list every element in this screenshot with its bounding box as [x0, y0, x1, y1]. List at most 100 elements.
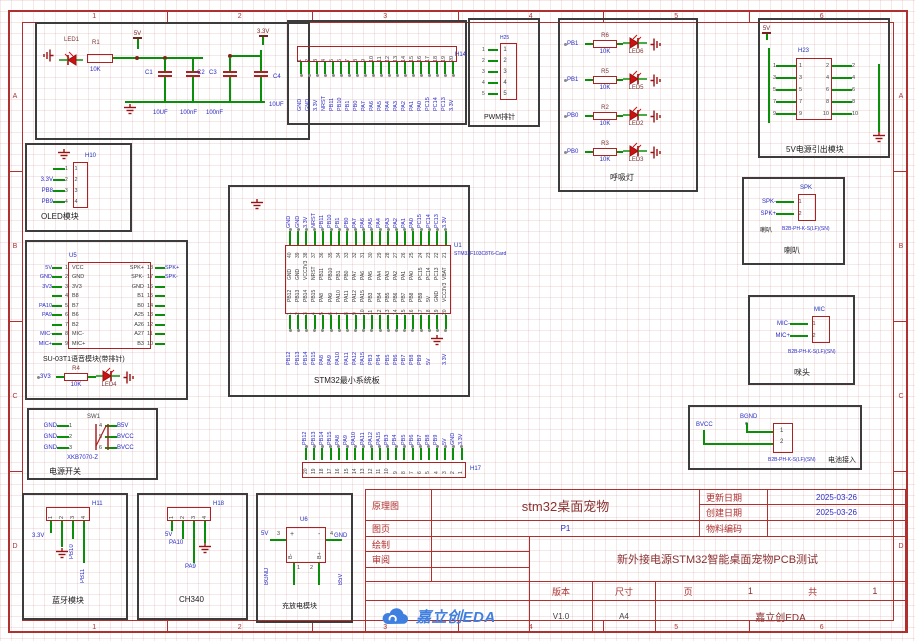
header-symbol-h18[interactable] [167, 507, 211, 521]
net-label[interactable]: BGND [264, 567, 270, 585]
created-date[interactable]: 2025-03-26 [768, 505, 905, 521]
net-label[interactable]: SPK- [165, 274, 178, 281]
net-label[interactable]: PA11 [359, 432, 366, 445]
net-label[interactable]: PB1 [345, 100, 352, 111]
net-label[interactable]: PA0 [417, 101, 424, 111]
ic-designator[interactable]: U5 [69, 253, 77, 259]
net-label[interactable]: PA0 [409, 218, 416, 228]
header-designator[interactable]: H18 [213, 501, 225, 507]
led[interactable]: LED5 [623, 69, 649, 91]
net-label[interactable]: PB8 [409, 354, 416, 365]
module-speaker[interactable]: SPK SPK- 1 SPK+ 2 喇叭 B2B-PH-K-S(LF)(SN) … [742, 177, 845, 265]
capacitor-plate[interactable] [223, 71, 237, 73]
material-value[interactable] [768, 521, 905, 537]
module-pwm-header[interactable]: H25 1 1 2 2 3 3 4 4 5 5 [468, 18, 540, 127]
net-label[interactable]: MIC+ [38, 340, 52, 347]
net-label[interactable]: NRST [310, 213, 317, 228]
module-bluetooth[interactable]: H11 1 2 3 4 3.3V PB10 PB11 蓝牙模块 [22, 493, 128, 620]
ic-symbol-u5[interactable] [68, 262, 151, 349]
net-label[interactable]: PC13 [441, 97, 448, 111]
net-label[interactable]: PB15 [326, 431, 333, 445]
capacitor-plate[interactable] [254, 71, 268, 73]
reviewed-value[interactable] [432, 552, 530, 568]
net-label[interactable]: PA1 [409, 101, 416, 111]
net-label[interactable]: PB14 [302, 351, 309, 365]
connector-symbol-battery[interactable] [773, 423, 793, 453]
net-label[interactable]: PB10 [327, 214, 334, 228]
connector-symbol-spk[interactable] [798, 194, 816, 221]
schematic-title[interactable]: stm32桌面宠物 [432, 490, 700, 521]
power-flag-5v[interactable]: 5V [762, 26, 771, 40]
module-power-decoupling[interactable]: LED1 R1 10K 5V C1 10UF C2 100nF 3.3V [35, 22, 310, 140]
net-label[interactable]: PA7 [351, 218, 358, 228]
cap-designator[interactable]: C4 [273, 74, 281, 80]
capacitor-plate[interactable] [158, 71, 172, 73]
net-label[interactable]: PB6 [392, 354, 399, 365]
net-label[interactable]: PA15 [376, 431, 383, 445]
module-power-switch[interactable]: SW1 GND 1 4 B5V GND 2 5 BVCC GND [27, 408, 158, 480]
project-title[interactable]: 新外接电源STM32智能桌面宠物PCB测试 [530, 537, 905, 582]
net-label[interactable]: PA9 [343, 435, 350, 445]
net-label[interactable]: GND [43, 433, 57, 440]
h17-header[interactable]: H17 PB12 20 PB13 19 PB14 18 PB15 [300, 413, 482, 481]
header-symbol-h17[interactable] [302, 462, 466, 478]
header-symbol-h11[interactable] [46, 507, 90, 521]
header-symbol-h14[interactable] [297, 46, 457, 62]
capacitor-plate[interactable] [186, 71, 200, 73]
cap-value[interactable]: 10UF [269, 102, 284, 108]
net-label[interactable]: PB1 [567, 41, 579, 47]
net-label[interactable]: PA5 [377, 101, 384, 111]
module-battery[interactable]: BGND BVCC 1 2 B2B-PH-K-S(LF)(SN) 电池接入 [688, 405, 862, 470]
switch-part[interactable]: XKB7070-Z [67, 455, 99, 461]
header-designator[interactable]: H11 [92, 501, 103, 507]
net-label[interactable]: PB1 [567, 77, 579, 83]
net-label[interactable]: PB12 [286, 351, 293, 365]
connector-part[interactable]: B2B-PH-K-S(LF)(SN) [768, 457, 816, 463]
net-label[interactable]: 3.3V [457, 433, 464, 445]
net-label[interactable]: PB5 [400, 434, 407, 445]
net-label[interactable]: 3V3 [42, 283, 52, 290]
net-label[interactable]: SPK+ [760, 211, 776, 217]
net-label[interactable]: PB0 [353, 100, 360, 111]
net-label[interactable]: GND [294, 215, 301, 228]
net-label[interactable]: GND [305, 98, 312, 111]
net-label[interactable]: PB10 [337, 97, 344, 111]
resistor-value[interactable]: 10K [90, 67, 101, 73]
net-label[interactable]: PB4 [392, 434, 399, 445]
net-label[interactable]: PB4 [376, 354, 383, 365]
module-mic[interactable]: MIC MIC- 1 MIC+ 2 B2B-PH-K-S(LF)(SN) 咪头 [748, 295, 855, 385]
net-label[interactable]: PA5 [368, 218, 375, 228]
ic-designator[interactable]: U1 [454, 243, 462, 249]
net-label[interactable]: SPK+ [165, 264, 180, 271]
module-ch340[interactable]: H18 1 2 3 4 5V PA10 PA9 CH340 [137, 493, 248, 620]
net-label[interactable]: PA11 [343, 352, 350, 365]
resistor[interactable]: R5 10K [593, 69, 617, 91]
led-designator[interactable]: LED1 [64, 37, 80, 43]
net-label[interactable]: PB0 [343, 217, 350, 228]
updated-date[interactable]: 2025-03-26 [768, 490, 905, 505]
net-label[interactable]: PB6 [408, 434, 415, 445]
net-label[interactable]: PB8 [425, 434, 432, 445]
net-label[interactable]: 3.3V [449, 99, 456, 111]
net-label[interactable]: 3.3V [40, 176, 53, 183]
connector-part[interactable]: B2B-PH-K-S(LF)(SN) [782, 226, 830, 232]
switch-icon[interactable] [91, 420, 113, 456]
net-label[interactable]: 3V3 [40, 374, 51, 380]
net-label[interactable]: PA10 [351, 431, 358, 445]
module-5v-out[interactable]: 5V H23 1 1 2 2 3 3 4 4 5 [758, 18, 890, 158]
header-designator[interactable]: H25 [500, 35, 510, 41]
net-label[interactable]: PA6 [360, 218, 367, 228]
cap-value[interactable]: 10UF [153, 110, 168, 116]
header-designator[interactable]: H10 [85, 153, 97, 159]
net-label[interactable]: BGND [740, 414, 758, 420]
ic-part-number[interactable]: STM32F103C8T6-Card [454, 251, 507, 257]
net-label[interactable]: PB12 [302, 431, 309, 445]
net-label[interactable]: PB5 [384, 354, 391, 365]
led[interactable]: LED4 [96, 366, 122, 388]
net-label[interactable]: NRST [321, 96, 328, 111]
net-label[interactable]: PA3 [384, 218, 391, 228]
module-oled[interactable]: H10 1 1 3.3V 2 2 PB8 3 3 PB9 4 [25, 143, 132, 232]
net-label[interactable]: PB0 [567, 113, 579, 119]
net-label[interactable]: PA10 [169, 540, 184, 546]
